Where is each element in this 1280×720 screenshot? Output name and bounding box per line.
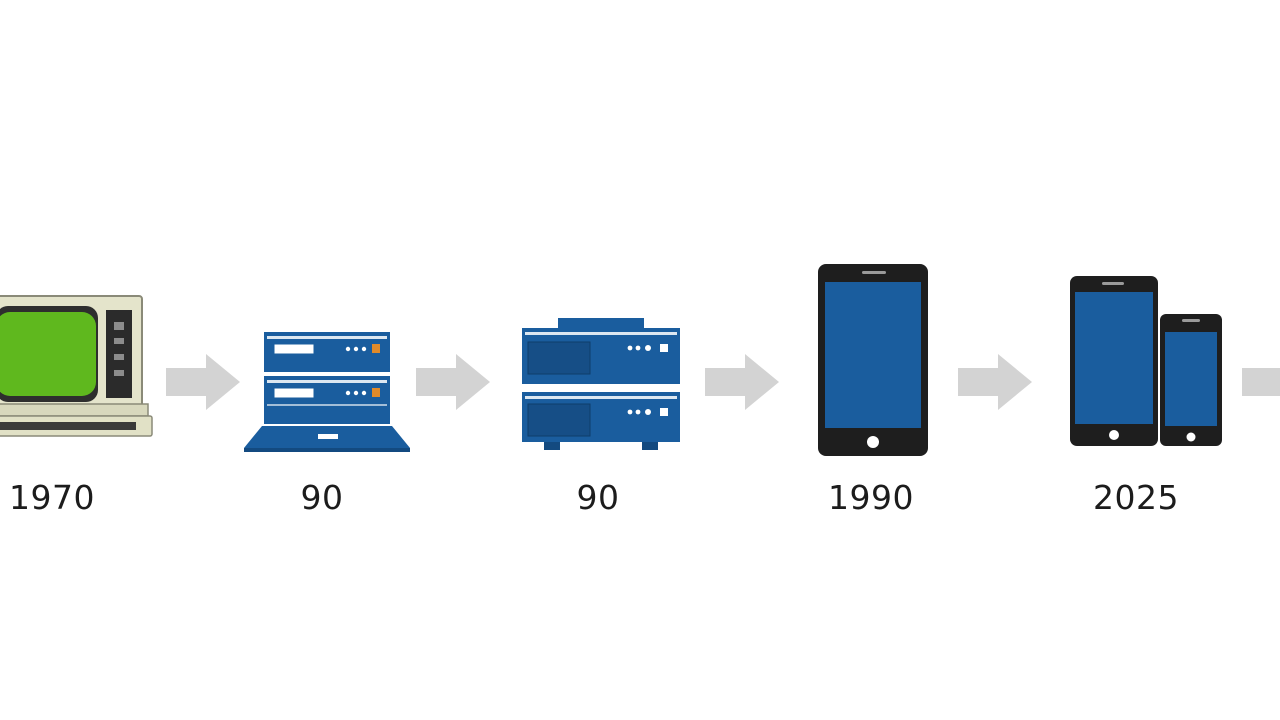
stage-label-90-a: 90 (300, 478, 344, 517)
right-arrow-icon (166, 354, 240, 410)
stage-label-2025: 2025 (1093, 478, 1179, 517)
stacked-laptop-icon (244, 332, 410, 452)
right-arrow-icon (705, 354, 779, 410)
retro-computer-icon (0, 295, 153, 437)
right-arrow-icon (1242, 368, 1280, 396)
phone-pair-icon (1070, 276, 1222, 446)
right-arrow-icon (416, 354, 490, 410)
stacked-server-icon (522, 318, 680, 450)
smartphone-icon (818, 264, 928, 456)
stage-label-90-b: 90 (576, 478, 620, 517)
stage-label-1970: 1970 (9, 478, 95, 517)
stage-label-1990: 1990 (828, 478, 914, 517)
right-arrow-icon (958, 354, 1032, 410)
